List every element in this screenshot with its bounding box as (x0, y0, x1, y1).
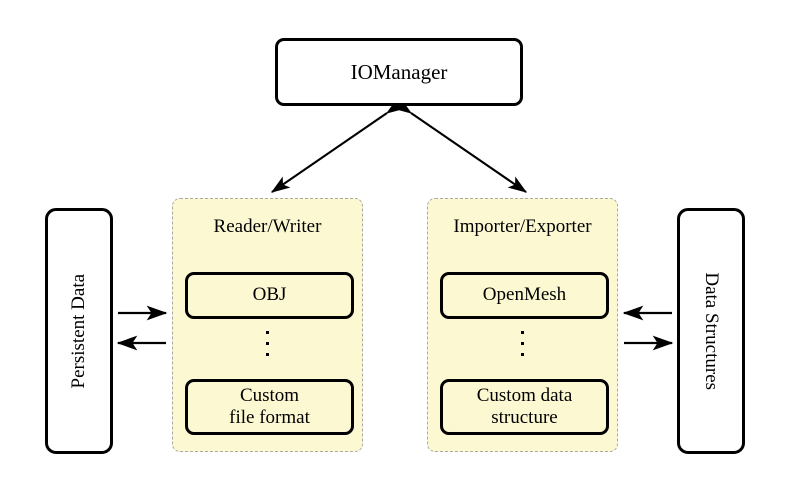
panel-reader-writer[interactable]: Reader/Writer OBJ Custom file format (172, 198, 363, 452)
reader-item-obj-label: OBJ (252, 284, 287, 306)
importer-item-openmesh[interactable]: OpenMesh (440, 272, 609, 319)
io-manager-node[interactable]: IOManager (275, 38, 523, 106)
panel-importer-exporter-title: Importer/Exporter (453, 216, 592, 237)
data-structures-node[interactable]: Data Structures (677, 208, 745, 454)
custom-data-structure-line1: Custom data (476, 384, 573, 406)
panel-importer-exporter[interactable]: Importer/Exporter OpenMesh Custom data s… (427, 198, 618, 452)
arrow-manager-readerwriter (270, 97, 406, 193)
importer-item-openmesh-label: OpenMesh (482, 284, 567, 306)
persistent-data-node[interactable]: Persistent Data (45, 208, 113, 454)
custom-file-format-line1: Custom (239, 384, 300, 406)
data-structures-label: Data Structures (701, 272, 723, 390)
reader-ellipsis-icon (173, 331, 362, 356)
importer-item-custom-data-structure[interactable]: Custom data structure (440, 379, 609, 435)
reader-item-obj[interactable]: OBJ (185, 272, 354, 319)
reader-item-custom-file-format-label: Custom file format (229, 385, 310, 430)
arrow-manager-importerexporter (392, 97, 528, 193)
reader-item-custom-file-format[interactable]: Custom file format (185, 379, 354, 435)
io-manager-label: IOManager (350, 59, 448, 84)
importer-item-custom-data-structure-label: Custom data structure (477, 385, 573, 430)
persistent-data-label: Persistent Data (67, 273, 89, 389)
custom-data-structure-line2: structure (491, 407, 558, 428)
custom-file-format-line2: file format (229, 407, 310, 428)
panel-reader-writer-title: Reader/Writer (213, 216, 322, 237)
importer-ellipsis-icon (428, 331, 617, 356)
